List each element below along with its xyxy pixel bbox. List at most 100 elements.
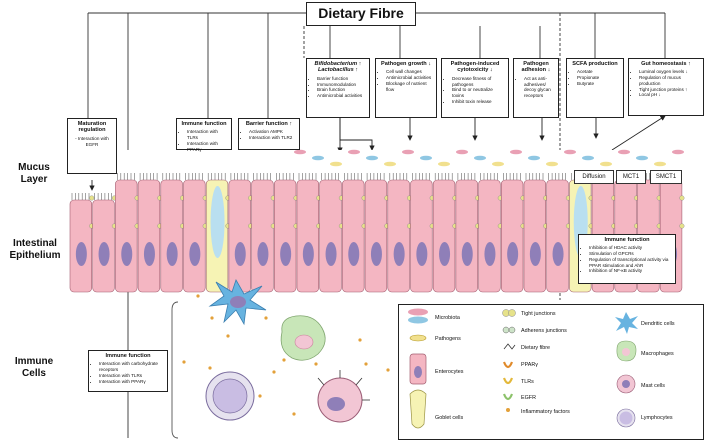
- legend-tight-junctions: Tight junctions: [521, 311, 556, 317]
- microbe: [564, 149, 576, 155]
- cell-nucleus: [370, 242, 382, 266]
- legend-mast-cells: Mast cells: [641, 383, 665, 389]
- microbe: [654, 161, 666, 167]
- enterocyte-cell: [432, 179, 456, 293]
- cell-nucleus: [302, 242, 314, 266]
- lymphocyte-cell: [205, 371, 255, 421]
- scfa-production-box: SCFA production AcetatePropionateButyrat…: [566, 58, 624, 118]
- legend-box: Microbiota Pathogens Enterocytes Goblet …: [398, 304, 704, 440]
- microbe: [546, 161, 558, 167]
- legend-enterocytes: Enterocytes: [435, 369, 464, 375]
- cell-nucleus: [98, 242, 110, 266]
- pathogen-cytotoxicity-box: Pathogen-induced cytotoxicity ↓ Decrease…: [441, 58, 509, 118]
- macrophage-cell: [280, 315, 326, 361]
- enterocyte-cell: [546, 179, 569, 293]
- legend-lymphocytes: Lymphocytes: [641, 415, 673, 421]
- cell-nucleus: [439, 242, 451, 266]
- inflammatory-factors: [182, 294, 390, 416]
- microbe: [402, 149, 414, 155]
- enterocyte-cell: [478, 179, 501, 293]
- microbe: [474, 155, 486, 161]
- legend-dietary-fibre: Dietary fibre: [521, 345, 551, 351]
- cell-nucleus: [121, 242, 133, 266]
- microbe: [600, 161, 612, 167]
- cell-nucleus: [143, 242, 155, 266]
- legend-macrophages: Macrophages: [641, 351, 674, 357]
- legend-pathogens: Pathogens: [435, 336, 461, 342]
- epithelium-cells: [69, 179, 685, 293]
- microbe: [330, 161, 342, 167]
- enterocyte-cell: [319, 179, 342, 293]
- enterocyte-cell: [410, 179, 433, 293]
- inflammatory-dot: [226, 334, 230, 338]
- gut-homeostasis-box: Gut homeostasis ↑ Luminal oxygen levels …: [628, 58, 704, 116]
- enterocyte-cell: [273, 179, 297, 293]
- cell-nucleus: [461, 242, 473, 266]
- microbe: [492, 161, 504, 167]
- enterocyte-cell: [115, 179, 138, 293]
- cell-nucleus: [348, 242, 360, 266]
- enterocyte-cell: [296, 179, 320, 293]
- goblet-mucus: [210, 186, 225, 258]
- inflammatory-dot: [258, 394, 262, 398]
- immune-function-mid-box: Immune function Inhibition of HDAC activ…: [578, 234, 676, 284]
- inflammatory-dot: [292, 412, 296, 416]
- intestinal-epithelium-label: Intestinal Epithelium: [9, 238, 61, 261]
- inflammatory-dot: [196, 294, 200, 298]
- inflammatory-dot: [314, 362, 318, 366]
- tight-junction: [89, 195, 95, 201]
- cell-nucleus: [552, 242, 564, 266]
- cell-nucleus: [325, 242, 337, 266]
- microbe: [294, 149, 306, 155]
- mct1-label: MCT1: [616, 170, 646, 184]
- microbe: [582, 155, 594, 161]
- mast-cell: [317, 370, 370, 423]
- pathogen-adhesion-box: Pathogen adhesion ↓ Act as anti-adhesive…: [513, 58, 559, 118]
- immune-cells-label: Immune Cells: [14, 356, 54, 379]
- dendritic-cell: [208, 279, 267, 326]
- legend-adherens-junctions: Adherens junctions: [521, 328, 567, 334]
- microbe: [528, 155, 540, 161]
- inflammatory-dot: [386, 368, 390, 372]
- inflammatory-dot: [272, 370, 276, 374]
- enterocyte-cell: [160, 179, 183, 293]
- cell-nucleus: [416, 242, 428, 266]
- immune-function-top-box: Immune function Interaction with TLRsInt…: [176, 118, 232, 152]
- legend-dendritic-cells: Dendritic cells: [641, 321, 675, 327]
- cell-nucleus: [234, 242, 246, 266]
- tight-junction: [679, 195, 685, 201]
- microbe: [312, 155, 324, 161]
- microbe: [366, 155, 378, 161]
- cell-nucleus: [484, 242, 496, 266]
- microbe: [672, 149, 684, 155]
- enterocyte-cell: [342, 179, 365, 293]
- cell-nucleus: [75, 242, 87, 266]
- legend-symbols: [408, 308, 638, 429]
- dietary-fibre-title: Dietary Fibre: [306, 2, 416, 26]
- barrier-function-box: Barrier function ↑ Activation AMPKIntera…: [238, 118, 300, 150]
- enterocyte-cell: [137, 179, 161, 293]
- cell-nucleus: [280, 242, 292, 266]
- inflammatory-dot: [282, 358, 286, 362]
- enterocyte-cell: [387, 179, 410, 293]
- inflammatory-dot: [210, 316, 214, 320]
- cell-nucleus: [393, 242, 405, 266]
- inflammatory-dot: [364, 362, 368, 366]
- microbe: [510, 149, 522, 155]
- microbe: [618, 149, 630, 155]
- enterocyte-cell: [500, 179, 524, 293]
- cell-nucleus: [166, 242, 178, 266]
- diffusion-label: Diffusion: [574, 170, 614, 184]
- pathogen-growth-box: Pathogen growth ↓ Cell wall changesAntim…: [375, 58, 437, 118]
- cell-nucleus: [507, 242, 519, 266]
- inflammatory-dot: [358, 338, 362, 342]
- microbe: [456, 149, 468, 155]
- legend-ppar: PPARγ: [521, 362, 538, 368]
- immune-function-low-box: Immune function Interaction with carbohy…: [88, 350, 168, 392]
- legend-inflammatory-factors: Inflammatory factors: [521, 409, 570, 415]
- enterocyte-cell: [455, 179, 478, 293]
- cell-nucleus: [529, 242, 541, 266]
- connector-lines: [87, 12, 666, 438]
- microbe: [636, 155, 648, 161]
- inflammatory-dot: [182, 360, 186, 364]
